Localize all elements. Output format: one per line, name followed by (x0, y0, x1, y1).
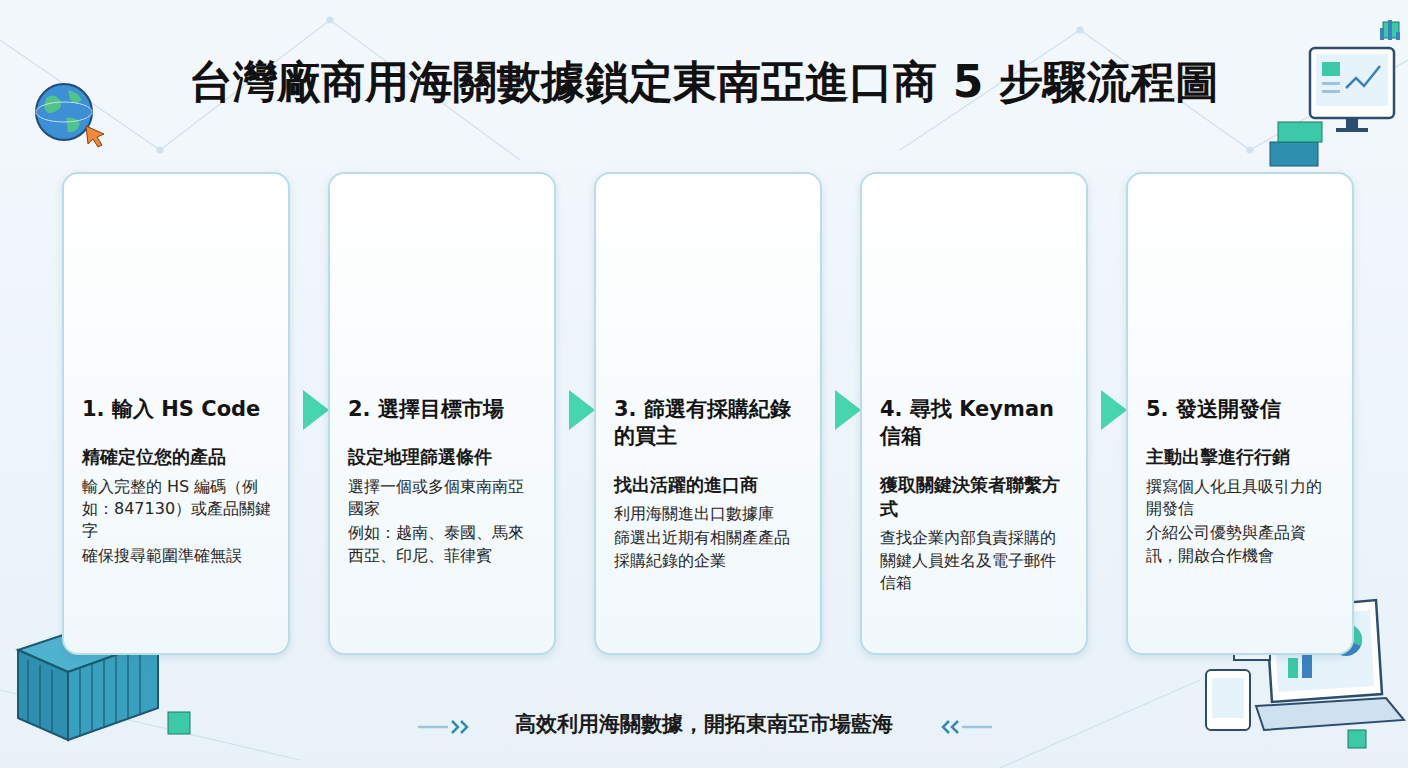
laptop-illustration (1302, 652, 1312, 678)
shipping-container (91, 664, 92, 732)
monitor-icon (1310, 48, 1394, 118)
step-description: 利用海關進出口數據庫 (614, 503, 804, 525)
shipping-container (127, 651, 128, 719)
diagram-title: 台灣廠商用海關數據鎖定東南亞進口商 5 步驟流程圖 (0, 56, 1408, 109)
globe-icon (36, 84, 92, 140)
monitor-icon (1380, 28, 1384, 40)
network-lines (1000, 680, 1200, 768)
laptop-illustration (1206, 670, 1250, 730)
monitor-icon (1322, 90, 1340, 93)
network-lines (1247, 147, 1253, 153)
globe-icon (44, 90, 82, 132)
network-lines (1077, 27, 1083, 33)
monitor-icon (1336, 128, 1368, 132)
diagram-caption: 高效利用海關數據，開拓東南亞市場藍海 (0, 711, 1408, 738)
step-card: 4. 尋找 Keyman 信箱獲取關鍵決策者聯繫方式查找企業內部負責採購的關鍵人… (860, 172, 1088, 655)
step-description: 確保搜尋範圍準確無誤 (82, 545, 272, 567)
shipping-container (115, 656, 116, 724)
step-description: 篩選出近期有相關產產品採購紀錄的企業 (614, 527, 804, 572)
step-heading: 1. 輸入 HS Code (82, 396, 272, 423)
laptop-illustration (1288, 658, 1298, 678)
monitor-icon (1322, 82, 1340, 85)
step-subheading: 找出活躍的進口商 (614, 473, 804, 497)
globe-icon (36, 102, 92, 122)
network-lines (0, 40, 160, 150)
network-lines (327, 17, 333, 23)
laptop-illustration (1256, 698, 1404, 730)
monitor-icon (1346, 118, 1358, 128)
container-stack (1270, 142, 1318, 166)
monitor-icon (1310, 20, 1400, 132)
step-subheading: 設定地理篩選條件 (348, 445, 538, 469)
shipping-container (18, 650, 68, 740)
laptop-illustration (1348, 730, 1366, 748)
network-lines (0, 17, 1408, 768)
container-stack (1278, 122, 1322, 142)
flow-arrow (1088, 402, 1126, 418)
step-description: 查找企業內部負責採購的關鍵人員姓名及電子郵件信箱 (880, 527, 1070, 594)
caption-chevrons (418, 726, 448, 729)
step-subheading: 精確定位您的產品 (82, 445, 272, 469)
step-card: 3. 篩選有採購紀錄的買主找出活躍的進口商利用海關進出口數據庫篩選出近期有相關產… (594, 172, 822, 655)
step-subheading: 主動出擊進行行銷 (1146, 445, 1336, 469)
globe-icon (86, 126, 104, 147)
shipping-container (39, 665, 40, 728)
step-heading: 3. 篩選有採購紀錄的買主 (614, 396, 804, 451)
shipping-container (27, 660, 28, 722)
monitor-icon (1396, 32, 1400, 40)
caption-chevrons (952, 721, 958, 733)
monitor-icon (1316, 54, 1388, 106)
monitor-icon (1388, 20, 1392, 40)
step-card: 5. 發送開發信主動出擊進行行銷撰寫個人化且具吸引力的開發信介紹公司優勢與產品資… (1126, 172, 1354, 655)
laptop-illustration (1212, 678, 1244, 718)
flow-arrow (822, 402, 860, 418)
step-description: 介紹公司優勢與產品資訊，開啟合作機會 (1146, 522, 1336, 567)
caption-chevrons (962, 726, 992, 729)
caption-chevrons (461, 721, 467, 733)
step-heading: 2. 選擇目標市場 (348, 396, 538, 423)
step-card: 1. 輸入 HS Code 精確定位您的產品輸入完整的 HS 編碼（例如：8471… (62, 172, 290, 655)
step-description: 選擇一個或多個東南南亞國家 (348, 476, 538, 521)
shipping-container (68, 640, 158, 740)
shipping-container (51, 670, 52, 733)
step-description: 例如：越南、泰國、馬來西亞、印尼、菲律賓 (348, 522, 538, 567)
step-description: 輸入完整的 HS 編碼（例如：847130）或產品關鍵字 (82, 476, 272, 543)
step-subheading: 獲取關鍵決策者聯繫方式 (880, 473, 1070, 522)
step-description: 撰寫個人化且具吸引力的開發信 (1146, 476, 1336, 521)
monitor-icon (1322, 62, 1340, 76)
shipping-container (28, 647, 140, 736)
globe-icon (36, 84, 104, 147)
step-card: 2. 選擇目標市場設定地理篩選條件選擇一個或多個東南南亞國家例如：越南、泰國、馬… (328, 172, 556, 655)
monitor-icon (1346, 66, 1380, 88)
shipping-container (79, 668, 80, 736)
step-heading: 5. 發送開發信 (1146, 396, 1336, 423)
container-stack (1270, 122, 1322, 166)
network-lines (157, 147, 163, 153)
shipping-container (139, 647, 140, 715)
flow-arrow (290, 402, 328, 418)
flow-arrow (556, 402, 594, 418)
step-heading: 4. 尋找 Keyman 信箱 (880, 396, 1070, 451)
shipping-container (168, 712, 190, 734)
caption-chevrons (943, 721, 949, 733)
shipping-container (103, 660, 104, 728)
caption-chevrons (452, 721, 458, 733)
